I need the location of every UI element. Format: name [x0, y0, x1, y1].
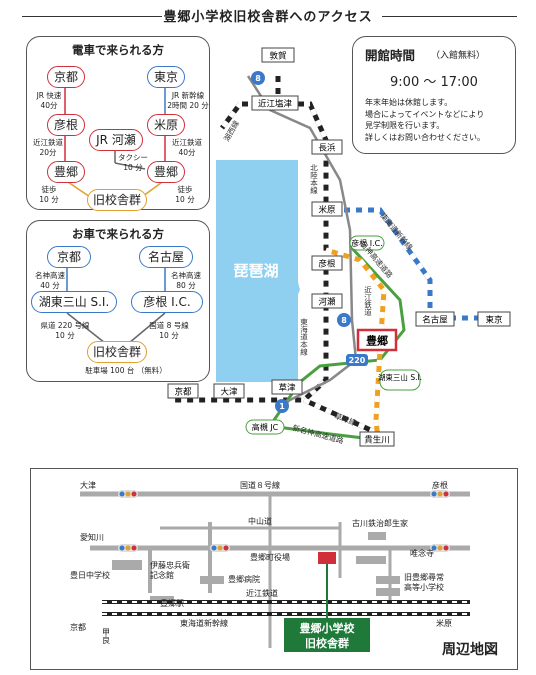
hours-note: （入館無料）	[431, 51, 486, 61]
hours-title: 開館時間	[365, 48, 416, 63]
station-kusatsu: 草津	[278, 383, 296, 394]
local-old-school-1: 旧豊郷尋常	[404, 572, 444, 582]
school-label-2: 旧校舎群	[305, 636, 349, 650]
hours-notes: 年末年始は休館します。 場合によってイベントなどにより 見学制限を行います。 詳…	[365, 98, 485, 142]
car-access-title: お車で来られる方	[72, 227, 164, 241]
local-old-school-2: 高等小学校	[404, 582, 444, 592]
local-hospital: 豊郷病院	[228, 574, 260, 584]
title-rule-left	[22, 16, 162, 17]
node-jr-kawase: JR 河瀬	[89, 129, 143, 151]
station-kawase: 河瀬	[318, 297, 336, 308]
station-tsuruga: 敦賀	[269, 51, 287, 62]
page-title: 豊郷小学校旧校舎群へのアクセス	[163, 10, 373, 25]
line-tokaido-main: 東海道本線	[299, 317, 308, 356]
node-kotomikami-si: 湖東三山 S.I.	[31, 291, 117, 313]
line-shin-meishin: 新名神高速道路	[291, 422, 345, 445]
jc-takatsuki: 高槻 JC	[252, 422, 279, 432]
local-town-office: 豊郷町役場	[250, 552, 290, 562]
station-tokyo: 東京	[485, 315, 502, 326]
label-parking: 駐車場 100 台 （無料）	[85, 366, 167, 375]
node-car-kyoto: 京都	[47, 246, 91, 268]
car-connector-lines	[66, 265, 166, 344]
school-label-1: 豊郷小学校	[300, 621, 356, 635]
lake-biwa-label: 琵琶湖	[233, 262, 278, 280]
node-destination: 旧校舎群	[87, 189, 147, 211]
node-tokyo: 東京	[147, 66, 185, 88]
local-toyosato-station: 豊郷駅	[160, 598, 184, 608]
hours-time: 9:00 ～ 17:00	[390, 75, 478, 90]
local-nakasendo: 中山道	[248, 516, 272, 526]
local-aichigawa: 愛知川	[80, 532, 104, 542]
node-car-destination: 旧校舎群	[87, 341, 147, 363]
ic-hikone: 彦根 I.C.	[351, 238, 383, 248]
local-maibara: 米原	[436, 618, 452, 628]
local-shinkansen: 東海道新幹線	[180, 618, 228, 628]
line-hokuriku: 北陸本線	[309, 164, 318, 195]
route1-shield: 1	[279, 402, 285, 411]
route8-shield-south: 8	[341, 316, 347, 325]
line-tokaido-shinkansen: 東海道新幹線	[378, 211, 415, 252]
toyosato-highlight	[356, 328, 398, 352]
area-map: 琵琶湖 敦賀 近江塩津 長浜 米原 彦根 河瀬 草津 大	[167, 47, 511, 447]
local-omi-railway: 近江鉄道	[246, 588, 278, 598]
train-connector-lines	[64, 85, 166, 200]
local-kora: 甲良	[102, 628, 111, 645]
node-hikone: 彦根	[47, 114, 85, 136]
local-furukawa: 古川鉄治郎生家	[352, 518, 408, 528]
station-omishiotsu: 近江塩津	[258, 99, 293, 110]
local-yuikyoji: 唯念寺	[410, 548, 434, 558]
station-maibara: 米原	[318, 205, 335, 216]
local-map: 大津 彦根 国道８号線 愛知川 中山道 古川鉄治郎生家 唯念寺 豊郷町役場 伊藤…	[70, 480, 498, 658]
local-toyohi-jhs: 豊日中学校	[70, 570, 110, 580]
local-ito-1: 伊藤忠兵衛	[150, 560, 190, 570]
line-kusatsu: 草津線	[333, 410, 358, 427]
si-kotomikami: 湖東三山 S.I.	[378, 372, 422, 382]
local-hikone: 彦根	[432, 480, 448, 490]
node-kyoto: 京都	[47, 66, 85, 88]
train-access-title: 電車で来られる方	[72, 43, 164, 57]
node-hikone-ic: 彦根 I.C.	[131, 291, 203, 313]
node-car-nagoya: 名古屋	[139, 246, 193, 268]
local-map-title: 周辺地図	[442, 641, 498, 658]
node-toyosato-right: 豊郷	[147, 161, 185, 183]
route220-shield: 220	[349, 356, 366, 365]
opening-hours-panel: 開館時間 （入館無料） 9:00 ～ 17:00 年末年始は休館します。 場合に…	[352, 36, 516, 154]
local-nat8: 国道８号線	[240, 480, 280, 490]
local-kyoto: 京都	[70, 622, 86, 632]
station-hikone: 彦根	[318, 259, 336, 270]
local-map-frame	[30, 468, 518, 670]
station-nagahama: 長浜	[318, 143, 336, 154]
line-omi-railway: 近江鉄道	[363, 285, 372, 318]
title-rule-right	[382, 16, 517, 17]
station-kibukawa: 貴生川	[364, 435, 390, 446]
route8-shield-north: 8	[255, 74, 261, 83]
node-toyosato-left: 豊郷	[47, 161, 85, 183]
station-nagoya: 名古屋	[422, 315, 448, 326]
local-otsu: 大津	[80, 480, 96, 490]
toyosato-label: 豊郷	[366, 334, 388, 348]
school-marker	[318, 552, 336, 564]
local-ito-2: 記念館	[150, 570, 174, 580]
station-otsu: 大津	[220, 387, 238, 398]
station-kyoto: 京都	[174, 387, 192, 398]
node-maibara: 米原	[147, 114, 185, 136]
